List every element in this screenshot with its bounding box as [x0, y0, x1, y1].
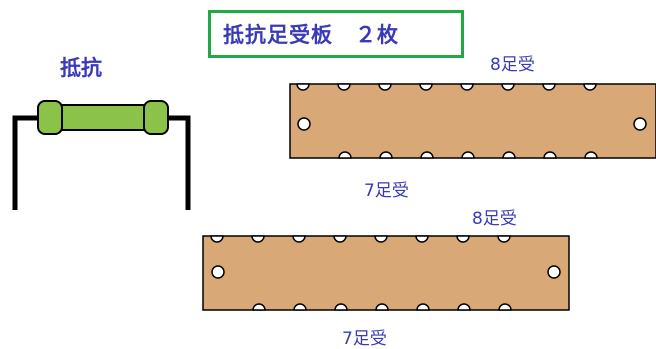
resistor-lead-right: [162, 115, 191, 210]
board-1-bottom-notch: [543, 151, 557, 159]
title-box: 抵抗足受板 ２枚: [208, 10, 464, 58]
board-1-bottom-notch: [420, 151, 434, 159]
board-1-top-notch: [378, 83, 392, 91]
board-2-bottom-notch: [252, 303, 266, 311]
board-1-bottom-notch: [461, 151, 475, 159]
board-2-top-label: 8足受: [472, 209, 517, 229]
board-2: [202, 235, 570, 311]
board-2-bottom-notch: [293, 303, 307, 311]
board-1-top-notch: [501, 83, 515, 91]
board-2-bottom-notch: [334, 303, 348, 311]
board-2-bottom-label: 7足受: [342, 329, 387, 349]
board-1-body: [289, 83, 656, 159]
board-1-top-notch: [542, 83, 556, 91]
board-1-bottom-notch: [584, 151, 598, 159]
board-2-bottom-notch: [498, 303, 512, 311]
board-1-top-label: 8足受: [490, 55, 535, 75]
resistor-label: 抵抗: [60, 56, 102, 80]
board-2-top-notch: [456, 235, 470, 243]
board-2-top-notch: [497, 235, 511, 243]
board-2-top-notch: [374, 235, 388, 243]
board-2-bottom-notch: [416, 303, 430, 311]
resistor: [12, 100, 191, 210]
board-2-top-notch: [210, 235, 224, 243]
board-1-top-notch: [337, 83, 351, 91]
board-2-top-notch: [333, 235, 347, 243]
board-1-top-notch: [419, 83, 433, 91]
resistor-cap-right: [143, 100, 169, 135]
resistor-cap-left: [37, 100, 63, 135]
board-1-top-notch: [460, 83, 474, 91]
board-1-hole-right: [633, 117, 647, 131]
board-2-top-notch: [292, 235, 306, 243]
board-2-hole-left: [211, 265, 225, 279]
board-2-top-notch: [415, 235, 429, 243]
board-1-top-notch: [296, 83, 310, 91]
board-1-hole-left: [297, 117, 311, 131]
board-1-top-notch: [583, 83, 597, 91]
board-2-body: [202, 235, 570, 311]
board-1: [289, 83, 656, 159]
board-1-bottom-label: 7足受: [364, 181, 409, 201]
board-2-hole-right: [547, 265, 561, 279]
board-1-bottom-notch: [338, 151, 352, 159]
resistor-lead-left: [12, 115, 44, 210]
board-2-top-notch: [251, 235, 265, 243]
board-2-bottom-notch: [457, 303, 471, 311]
board-1-bottom-notch: [502, 151, 516, 159]
board-1-bottom-notch: [379, 151, 393, 159]
title-text: 抵抗足受板 ２枚: [223, 23, 399, 47]
board-2-bottom-notch: [375, 303, 389, 311]
